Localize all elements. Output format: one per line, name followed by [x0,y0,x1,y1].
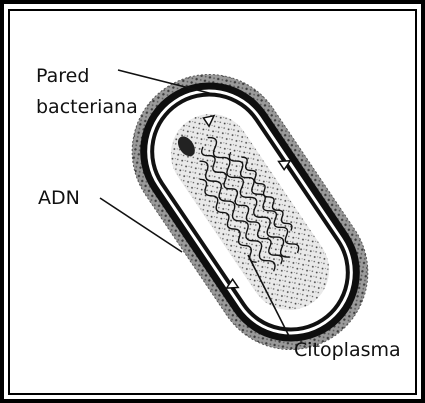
label-pared: Pared [36,62,89,91]
label-citoplasma: Citoplasma [294,336,401,365]
label-bacteriana: bacteriana [36,93,138,122]
label-adn: ADN [38,184,80,213]
